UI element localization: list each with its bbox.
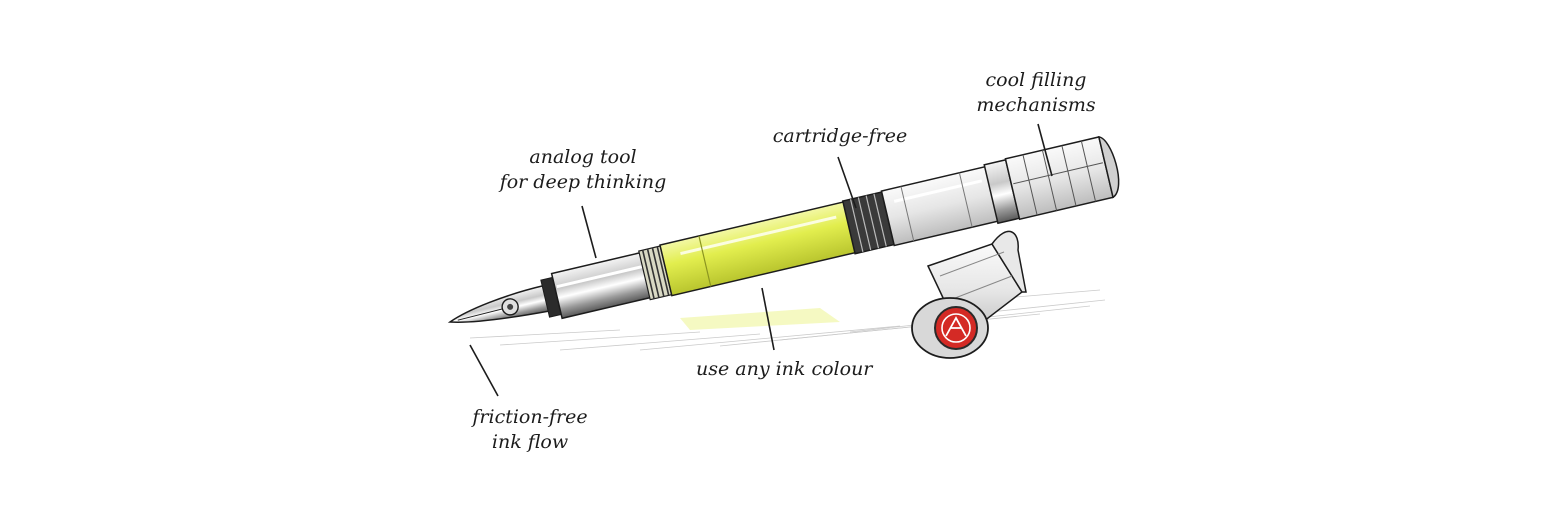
pointer-analog: [581, 205, 597, 259]
annotation-line: for deep thinking: [499, 171, 667, 193]
pointer-mechanisms: [1037, 123, 1053, 177]
annotation-friction-free-ink-flow: friction-free ink flow: [462, 405, 598, 455]
ink-barrel: [659, 200, 858, 297]
piston-knob: [1004, 136, 1114, 221]
ink-reflection: [680, 308, 840, 330]
annotation-line: analog tool: [529, 146, 637, 168]
annotation-line: ink flow: [491, 431, 569, 453]
pointer-cartridge: [837, 156, 857, 209]
annotation-use-any-ink-colour: use any ink colour: [696, 357, 872, 382]
pen-body: [447, 136, 1120, 323]
pointer-lines: [469, 123, 1053, 397]
pen-cap: [911, 230, 1027, 359]
clear-rear-barrel: [880, 165, 1001, 247]
annotation-line: cool filling: [985, 69, 1087, 91]
annotation-line: mechanisms: [976, 94, 1096, 116]
knob-end: [1097, 136, 1120, 199]
pointer-ink: [761, 287, 775, 351]
annotation-cartridge-free: cartridge-free: [762, 124, 918, 149]
annotation-analog-tool: analog tool for deep thinking: [490, 145, 676, 195]
annotation-line: cartridge-free: [772, 125, 908, 147]
pointer-friction: [469, 344, 499, 397]
annotation-line: use any ink colour: [696, 358, 873, 380]
annotation-cool-filling-mechanisms: cool filling mechanisms: [966, 68, 1106, 118]
annotation-line: friction-free: [472, 406, 588, 428]
